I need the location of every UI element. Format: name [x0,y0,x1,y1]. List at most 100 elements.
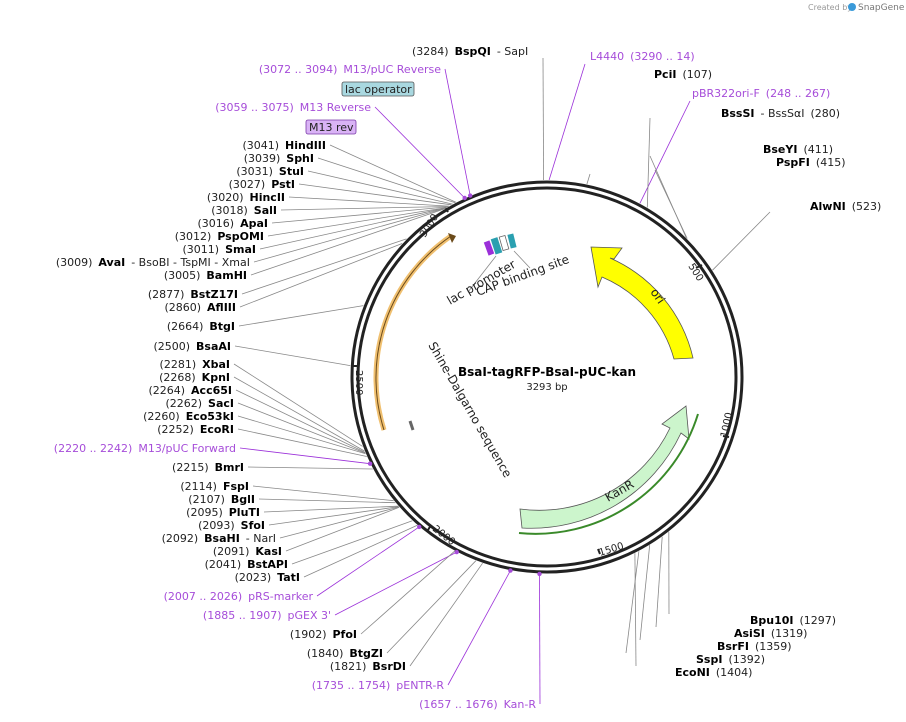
site-label-sspi[interactable]: SspI(1392) [696,653,765,666]
site-name-m13-reverse-3059-3075: M13 Reverse [300,101,371,114]
lead-pspomi-3012 [267,207,447,237]
site-label-bamhi-3005[interactable]: (3005)BamHI [164,269,247,282]
site-label-bstz17i-2877[interactable]: (2877)BstZ17I [148,288,238,301]
feature-lac-cluster[interactable]: lac promoter CAP binding site [445,233,571,308]
lac-operator-box-label: lac operator [345,83,412,96]
site-label-m13-puc-reverse-3072-3094[interactable]: (3072 .. 3094)M13/pUC Reverse [259,63,441,76]
kanr-arrow[interactable] [519,405,690,529]
lac-operator-box[interactable]: lac operator [341,81,415,97]
site-name-acc65i-2264: Acc65I [191,384,232,397]
lac-promoter-feature[interactable] [498,234,510,252]
site-label-sphi-3039[interactable]: (3039)SphI [244,152,314,165]
site-label-acc65i-2264[interactable]: (2264)Acc65I [148,384,232,397]
site-label-bsrfi[interactable]: BsrFI(1359) [717,640,792,653]
site-label-l4440[interactable]: L4440(3290 .. 14) [590,50,695,63]
site-label-kan-r-1657-1676[interactable]: (1657 .. 1676) Kan-R [419,698,536,711]
site-label-kpni-2268[interactable]: (2268)KpnI [159,371,230,384]
site-pos-smai-3011: (3011) [183,243,220,256]
site-label-smai-3011[interactable]: (3011)SmaI [183,243,256,256]
site-pos-bspqi: (3284) [412,45,449,58]
lead-eco53ki-2260 [237,415,366,455]
lac-promoter-lead [467,255,497,293]
site-label-eco53ki-2260[interactable]: (2260)Eco53kI [143,410,234,423]
site-label-apai-3016[interactable]: (3016)ApaI [198,217,268,230]
site-pos-bsahi-2092: (2092) [162,532,199,545]
tick-label-500: 500 [685,262,705,284]
site-label-bsahi-2092[interactable]: (2092)BsaHI- NarI [162,532,276,545]
site-label-pcii[interactable]: PciI(107) [654,68,712,81]
site-label-pbr322ori-f[interactable]: pBR322ori-F(248 .. 267) [692,87,830,100]
site-label-bmri-2215[interactable]: (2215)BmrI [172,461,244,474]
site-label-m13-reverse-3059-3075[interactable]: (3059 .. 3075)M13 Reverse [215,101,371,114]
site-label-pspfi[interactable]: PspFI(415) [776,156,846,169]
site-pos-pentr-r-1735-1754: (1735 .. 1754) [312,679,391,692]
feature-orf-left[interactable] [373,233,456,431]
site-label-kasi-2091[interactable]: (2091)KasI [213,545,282,558]
site-name-kan-r-1657-1676: Kan-R [504,698,537,711]
site-label-pgex-3-1885-1907[interactable]: (1885 .. 1907)pGEX 3' [203,609,331,622]
lead-m13-reverse-3059-3075 [374,106,465,199]
lead-bsaai-2500 [234,345,351,366]
site-label-pspomi-3012[interactable]: (3012)PspOMI [175,230,264,243]
site-label-m13-puc-forward-2220-2242[interactable]: (2220 .. 2242)M13/pUC Forward [54,442,236,455]
site-label-btgzi-1840[interactable]: (1840)BtgZI [307,647,383,660]
site-label-bsssi[interactable]: BssSI- BssSαI(280) [721,107,840,120]
site-label-sfoi-2093[interactable]: (2093)SfoI [198,519,265,532]
lead-asisi [655,536,663,628]
lead-prs-marker-2007-2026 [316,526,420,597]
site-label-saci-2262[interactable]: (2262)SacI [165,397,234,410]
site-label-avai-3009[interactable]: (3009)AvaI- BsoBI - TspMI - XmaI [56,256,250,269]
site-label-bseyi[interactable]: BseYI(411) [763,143,833,156]
m13-rev-box[interactable]: M13 rev [305,119,357,135]
lead-bstapi-2041 [291,520,413,565]
site-name-pfoi-1902: PfoI [333,628,358,641]
site-label-hindiii-3041[interactable]: (3041)HindIII [242,139,326,152]
site-name-xbai-2281: XbaI [202,358,230,371]
site-label-bstapi-2041[interactable]: (2041)BstAPI [205,558,288,571]
site-pos-bsssi: (280) [810,107,840,120]
primer-mark-pgex-3-1885-1907 [454,549,459,555]
site-label-bsaai-2500[interactable]: (2500)BsaAI [153,340,231,353]
site-label-asisi[interactable]: AsiSI(1319) [734,627,807,640]
site-pos-tati-2023: (2023) [235,571,272,584]
site-name-hindiii-3041: HindIII [285,139,326,152]
site-label-bpu10i[interactable]: Bpu10I(1297) [750,614,836,627]
site-label-stui-3031[interactable]: (3031)StuI [236,165,304,178]
site-name-pentr-r-1735-1754: pENTR-R [396,679,444,692]
site-label-pluti-2095[interactable]: (2095)PluTI [186,506,260,519]
site-label-fspi-2114[interactable]: (2114)FspI [180,480,249,493]
site-label-tati-2023[interactable]: (2023)TatI [235,571,300,584]
lead-bsahi-2092 [279,506,400,539]
lead-pgex-3-1885-1907 [334,551,457,616]
site-label-btgi-2664[interactable]: (2664)BtgI [167,320,235,333]
site-pos-fspi-2114: (2114) [180,480,217,493]
site-label-pfoi-1902[interactable]: (1902)PfoI [290,628,357,641]
site-pos-kan-r-1657-1676: (1657 .. 1676) [419,698,498,711]
site-label-alwni[interactable]: AlwNI(523) [810,200,881,213]
feature-ori[interactable]: ori [590,246,694,360]
lead-ecori-2252 [237,428,367,457]
site-label-ecori-2252[interactable]: (2252)EcoRI [157,423,234,436]
cap-site-feature[interactable] [507,233,517,249]
site-label-psti-3027[interactable]: (3027)PstI [229,178,295,191]
feature-shine-dalgarno[interactable]: Shine-Dalgarno sequence [408,340,515,480]
site-label-afliii-2860[interactable]: (2860)AflIII [164,301,236,314]
feature-kanr[interactable]: KanR [518,405,699,535]
lead-bamhi-3005 [250,208,445,276]
shine-dalgarno-mark[interactable] [408,420,415,431]
site-label-xbai-2281[interactable]: (2281)XbaI [160,358,230,371]
site-label-pentr-r-1735-1754[interactable]: (1735 .. 1754) pENTR-R [312,679,445,692]
site-label-econi[interactable]: EcoNI(1404) [675,666,752,679]
site-label-sali-3018[interactable]: (3018)SalI [211,204,277,217]
site-name-m13-puc-forward-2220-2242: M13/pUC Forward [138,442,236,455]
lac-operator-feature[interactable] [490,237,503,255]
site-label-prs-marker-2007-2026[interactable]: (2007 .. 2026)pRS-marker [164,590,314,603]
lead-hincii-3020 [288,196,450,207]
site-label-hincii-3020[interactable]: (3020)HincII [207,191,285,204]
site-pos-pbr322ori-f: (248 .. 267) [766,87,831,100]
m13-rev-feature[interactable] [483,240,495,256]
site-label-bgli-2107[interactable]: (2107)BglI [188,493,255,506]
ori-arrow[interactable] [590,246,694,360]
site-label-bsrdi-1821[interactable]: (1821)BsrDI [330,660,406,673]
site-label-bspqi[interactable]: (3284)BspQI- SapI [412,45,528,58]
